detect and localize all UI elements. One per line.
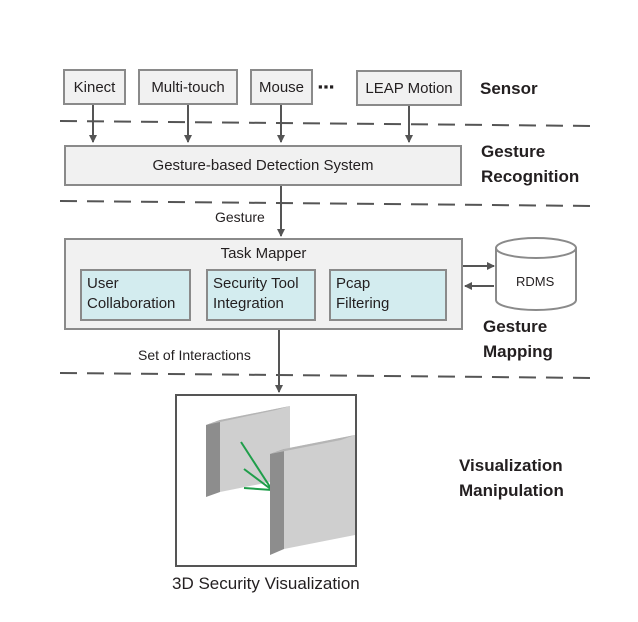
task-user-collaboration: User Collaboration (80, 269, 191, 321)
sensor-ellipsis: ▪▪▪ (318, 79, 335, 94)
divider-line (59, 372, 597, 379)
interaction-rays (240, 441, 273, 491)
stage-label-line: Gesture (481, 142, 546, 161)
sensor-mouse: Mouse (250, 69, 313, 105)
sensor-multi-touch: Multi-touch (138, 69, 238, 105)
task-pcap-filtering: Pcap Filtering (329, 269, 447, 321)
stage-label-line: Mapping (483, 342, 553, 361)
sensor-leap-motion: LEAP Motion (356, 70, 462, 106)
stage-gesture-recognition: Gesture Recognition (481, 139, 579, 189)
task-label-line: Pcap (336, 275, 371, 292)
task-label-line: Security Tool (213, 275, 299, 292)
sensor-kinect: Kinect (63, 69, 126, 105)
task-label-line: Integration (213, 295, 284, 312)
task-mapper-title: Task Mapper (220, 245, 307, 262)
stage-label-line: Recognition (481, 167, 580, 186)
visualization-caption: 3D Security Visualization (172, 574, 360, 593)
stage-visualization-manipulation: Visualization Manipulation (459, 453, 564, 503)
task-label-line: User (87, 275, 119, 292)
task-label-line: Filtering (336, 295, 390, 312)
interactions-edge-label: Set of Interactions (138, 347, 251, 363)
stage-gesture-mapping: Gesture Mapping (483, 314, 553, 364)
database-cylinder (495, 237, 577, 311)
detection-system: Gesture-based Detection System (64, 145, 462, 186)
divider-line (59, 200, 597, 207)
stage-label-line: Visualization (459, 456, 563, 475)
front-slab (270, 435, 355, 555)
gesture-edge-label: Gesture (215, 209, 265, 225)
task-label-line: Collaboration (87, 295, 176, 312)
stage-sensor: Sensor (480, 79, 538, 98)
database-label: RDMS (516, 274, 555, 289)
task-security-tool-integration: Security Tool Integration (206, 269, 316, 321)
stage-label-line: Gesture (483, 317, 548, 336)
divider-line (59, 120, 597, 127)
stage-label-line: Manipulation (459, 481, 564, 500)
